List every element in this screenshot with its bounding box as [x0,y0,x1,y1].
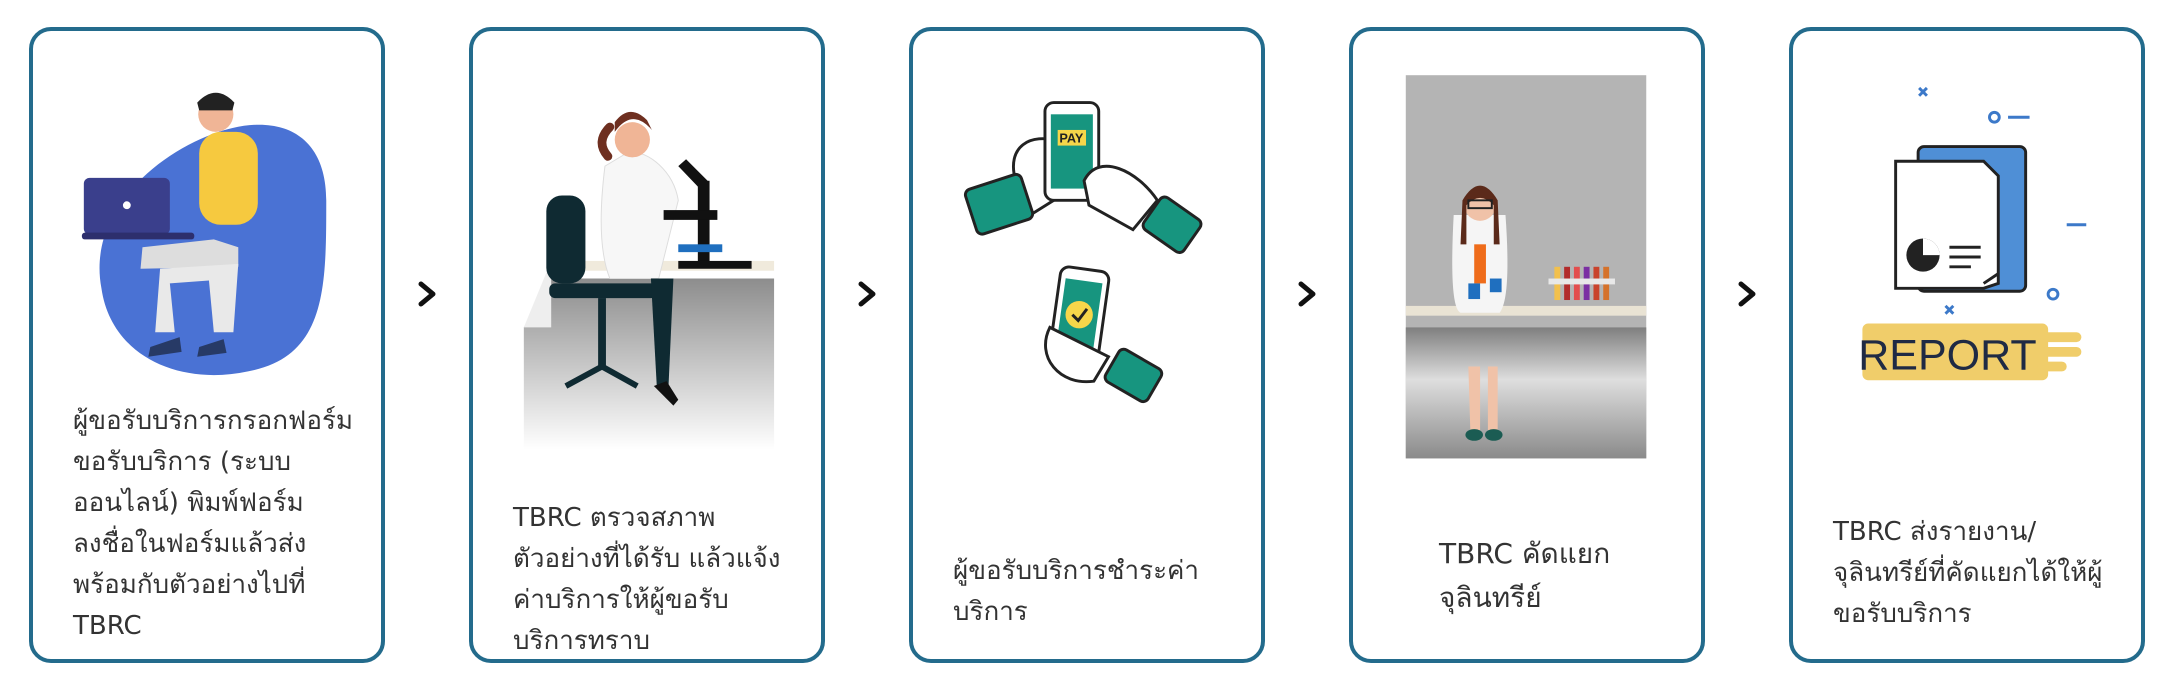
report-label: REPORT [1858,331,2036,379]
step-description: ผู้ขอรับบริการชำระค่า บริการ [953,551,1199,633]
step-text-line: ค่าบริการให้ผู้ขอรับ [513,585,729,615]
step-text-line: ตัวอย่างที่ได้รับ แล้วแจ้ง [513,544,781,574]
step-text-line: บริการ [953,597,1028,627]
chevron-right-icon [858,281,876,307]
person-with-laptop-illustration [81,92,327,376]
step-text-line: TBRC คัดแยก [1439,537,1611,570]
step-text-line: TBRC ตรวจสภาพ [513,503,716,533]
step-text-line: ขอรับบริการ [1833,599,1972,629]
step-text-line: ผู้ขอรับบริการกรอกฟอร์ม [73,406,354,436]
step-text-line: บริการทราบ [513,626,650,656]
report-document-illustration: REPORT [1858,86,2087,381]
step-description: TBRC คัดแยก จุลินทรีย์ [1439,532,1610,620]
step-card-3: PAY ผู้ขอรับบริการชำระค่า บริการ [909,27,1265,663]
lab-technician-photo [1405,75,1647,459]
mobile-payment-illustration: PAY [963,101,1203,404]
chevron-right-icon [418,281,436,307]
scientist-microscope-illustration [523,111,775,450]
step-text-line: ขอรับบริการ (ระบบ [73,447,291,477]
step-text-line: จุลินทรีย์ [1439,581,1542,614]
step-text-line: พร้อมกับตัวอย่างไปที่ [73,570,306,600]
step-card-5: REPORT TBRC ส่งรายงาน/ จุลินทรีย์ที่คัดแ… [1789,27,2145,663]
chevron-right-icon [1298,281,1316,307]
step-description: ผู้ขอรับบริการกรอกฟอร์ม ขอรับบริการ (ระบ… [73,401,353,647]
step-text-line: จุลินทรีย์ที่คัดแยกได้ให้ผู้ [1833,558,2103,588]
step-card-4: TBRC คัดแยก จุลินทรีย์ [1349,27,1705,663]
step-card-2: TBRC ตรวจสภาพ ตัวอย่างที่ได้รับ แล้วแจ้ง… [469,27,825,663]
step-card-1: ผู้ขอรับบริการกรอกฟอร์ม ขอรับบริการ (ระบ… [29,27,385,663]
step-text-line: ลงชื่อในฟอร์มแล้วส่ง [73,529,307,559]
pay-label: PAY [1059,132,1084,146]
step-description: TBRC ตรวจสภาพ ตัวอย่างที่ได้รับ แล้วแจ้ง… [513,498,781,659]
step-text-line: ผู้ขอรับบริการชำระค่า [953,556,1200,586]
chevron-right-icon [1738,281,1756,307]
step-text-line: TBRC [73,611,142,641]
step-description: TBRC ส่งรายงาน/ จุลินทรีย์ที่คัดแยกได้ให… [1833,512,2102,635]
step-text-line: TBRC ส่งรายงาน/ [1833,517,2037,547]
step-text-line: ออนไลน์) พิมพ์ฟอร์ม [73,488,304,518]
